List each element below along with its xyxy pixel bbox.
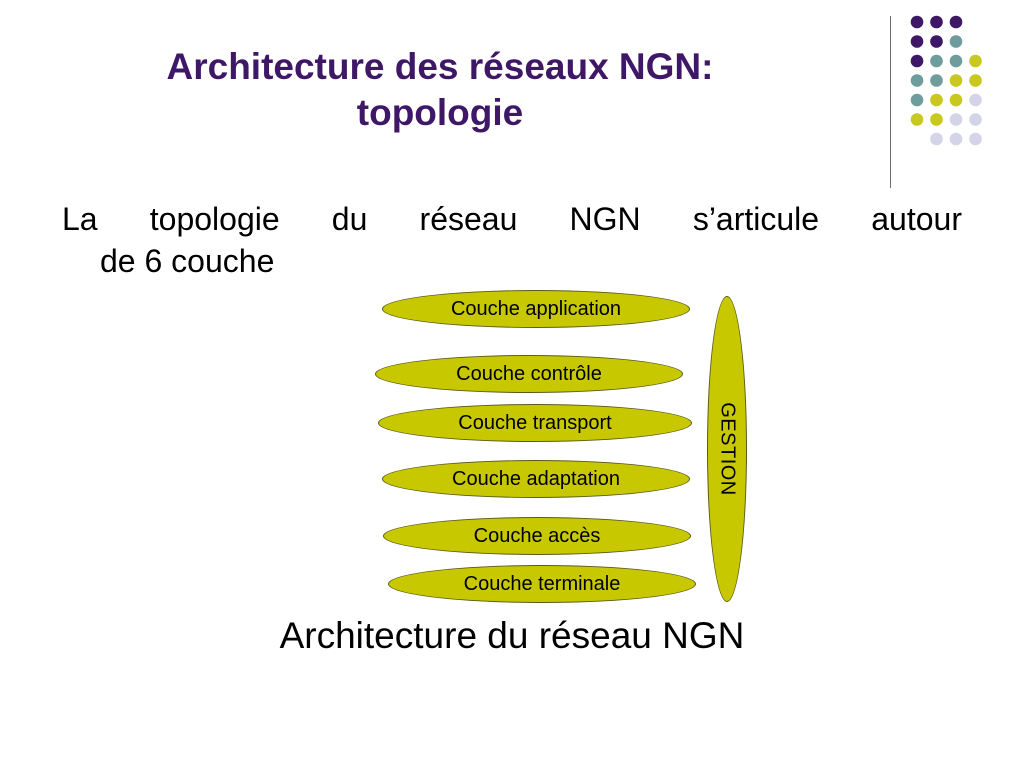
gestion-ellipse: [707, 296, 747, 602]
decor-dot: [910, 15, 924, 29]
decor-dot: [949, 15, 963, 29]
decor-dot: [910, 54, 924, 68]
dot-grid-decoration-icon: [910, 15, 982, 146]
intro-word: autour: [871, 201, 962, 237]
intro-word: s’articule: [692, 201, 820, 237]
decor-dot: [910, 35, 924, 48]
gestion-label: GESTION: [716, 402, 739, 496]
intro-word: du: [331, 201, 368, 237]
title-line-1: Architecture des réseaux NGN:: [166, 46, 714, 87]
layer-application: Couche application: [382, 290, 690, 328]
layer-acces: Couche accès: [383, 517, 691, 555]
intro-text: La topologie du réseau NGN s’articule au…: [62, 198, 962, 282]
layer-terminale: Couche terminale: [388, 565, 696, 603]
decor-dot: [949, 132, 963, 146]
decor-dot: [930, 74, 943, 87]
layer-adaptation: Couche adaptation: [382, 460, 690, 498]
vertical-divider: [890, 16, 891, 188]
layer-controle: Couche contrôle: [375, 355, 683, 393]
slide-title: Architecture des réseaux NGN: topologie: [60, 44, 820, 136]
intro-line-1: La topologie du réseau NGN s’articule au…: [62, 198, 962, 240]
decor-dot: [930, 113, 943, 126]
intro-word: NGN: [569, 201, 641, 237]
intro-word: réseau: [419, 201, 518, 237]
decor-dot: [969, 113, 982, 126]
decor-dot: [910, 74, 924, 87]
decor-dot: [949, 93, 963, 107]
decor-dot: [930, 93, 943, 107]
decor-dot: [969, 132, 982, 146]
decor-dot: [910, 113, 924, 126]
diagram-caption: Architecture du réseau NGN: [279, 615, 745, 656]
layer-transport: Couche transport: [378, 404, 692, 442]
decor-dot: [930, 15, 943, 29]
intro-word: La: [62, 201, 98, 237]
decor-dot: [930, 54, 943, 68]
decor-dot: [949, 54, 963, 68]
title-line-2: topologie: [356, 92, 524, 133]
intro-word: topologie: [149, 201, 280, 237]
decor-dot: [930, 132, 943, 146]
decor-dot: [949, 35, 963, 48]
decor-dot: [949, 113, 963, 126]
decor-dot: [949, 74, 963, 87]
decor-dot: [969, 93, 982, 107]
decor-dot: [969, 74, 982, 87]
decor-dot: [910, 93, 924, 107]
decor-dot: [930, 35, 943, 48]
intro-line-2: de 6 couche: [100, 243, 275, 279]
decor-dot: [969, 54, 982, 68]
